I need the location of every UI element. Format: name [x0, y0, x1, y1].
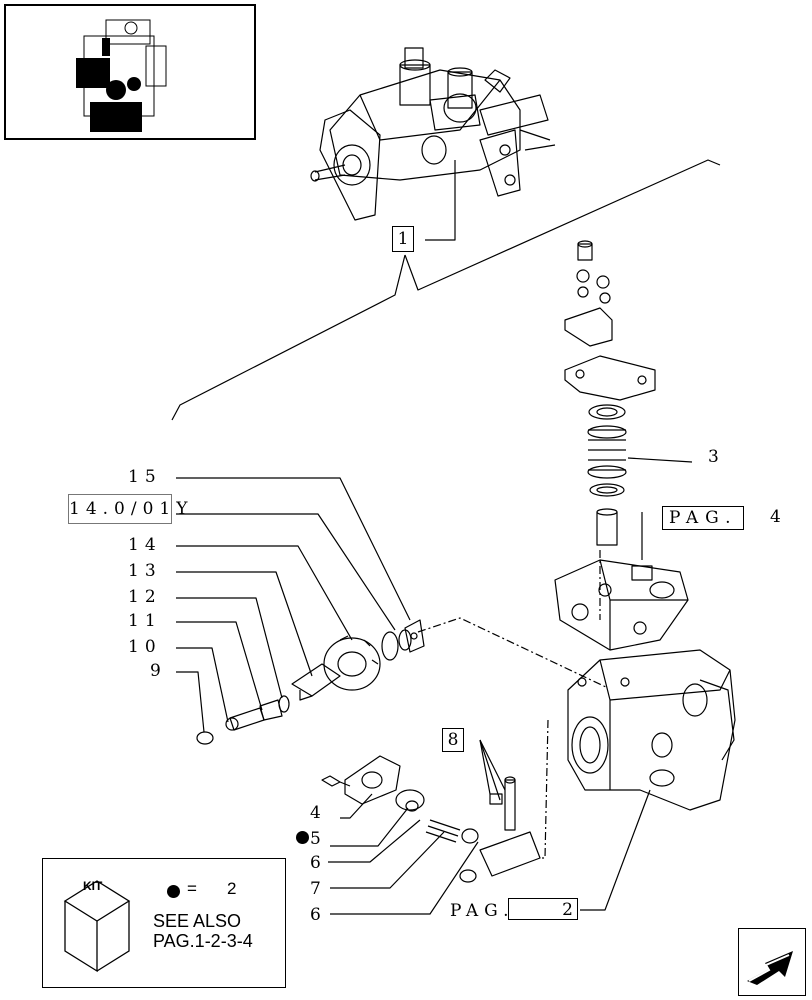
callout-15: 15	[128, 467, 162, 487]
shaft-parts	[196, 619, 425, 745]
callout-13: 13	[128, 561, 162, 581]
injection-pump-assembly	[310, 47, 556, 241]
see-also-pages[interactable]: PAG.1-2-3-4	[153, 931, 253, 951]
callout-7: 7	[310, 879, 327, 899]
page-ref-top[interactable]: PAG.	[662, 506, 744, 530]
callout-14: 14	[128, 535, 162, 555]
engine-thumbnail[interactable]	[4, 4, 256, 140]
engine-thumbnail-icon	[76, 19, 167, 132]
next-page-arrow-icon	[747, 951, 793, 985]
callout-10: 10	[128, 637, 162, 657]
page-ref-bottom-label: PAG.	[450, 901, 515, 921]
callout-4: 4	[310, 803, 327, 823]
callout-14-reference[interactable]: 14.0/01Y	[68, 494, 187, 524]
kit-legend: KIT = 2 SEE ALSO PAG.1-2-3-4	[42, 858, 286, 988]
kit-legend-bullet-icon	[167, 885, 180, 898]
kit-quantity: 2	[227, 879, 237, 898]
see-also-label: SEE ALSO	[153, 911, 242, 931]
kit-equals: =	[187, 879, 197, 898]
callout-11: 11	[128, 611, 162, 631]
callout-6: 6	[310, 853, 327, 873]
kit-bullet-icon	[296, 831, 309, 844]
kit-box-icon	[63, 880, 131, 973]
callout-3: 3	[708, 447, 725, 467]
next-page-button[interactable]	[738, 928, 806, 996]
callout-8[interactable]: 8	[442, 728, 464, 752]
callout-6-lower: 6	[310, 905, 327, 925]
governor-parts-stack	[554, 240, 736, 811]
callout-9: 9	[150, 661, 167, 681]
page-ref-bottom-number[interactable]: 2	[508, 898, 578, 920]
group-marker[interactable]: 1	[392, 226, 414, 252]
kit-label: KIT	[83, 879, 103, 893]
page-ref-top-number: 4	[770, 507, 787, 527]
callout-12: 12	[128, 587, 162, 607]
callout-5: 5	[310, 829, 327, 849]
cover-parts	[321, 755, 541, 883]
